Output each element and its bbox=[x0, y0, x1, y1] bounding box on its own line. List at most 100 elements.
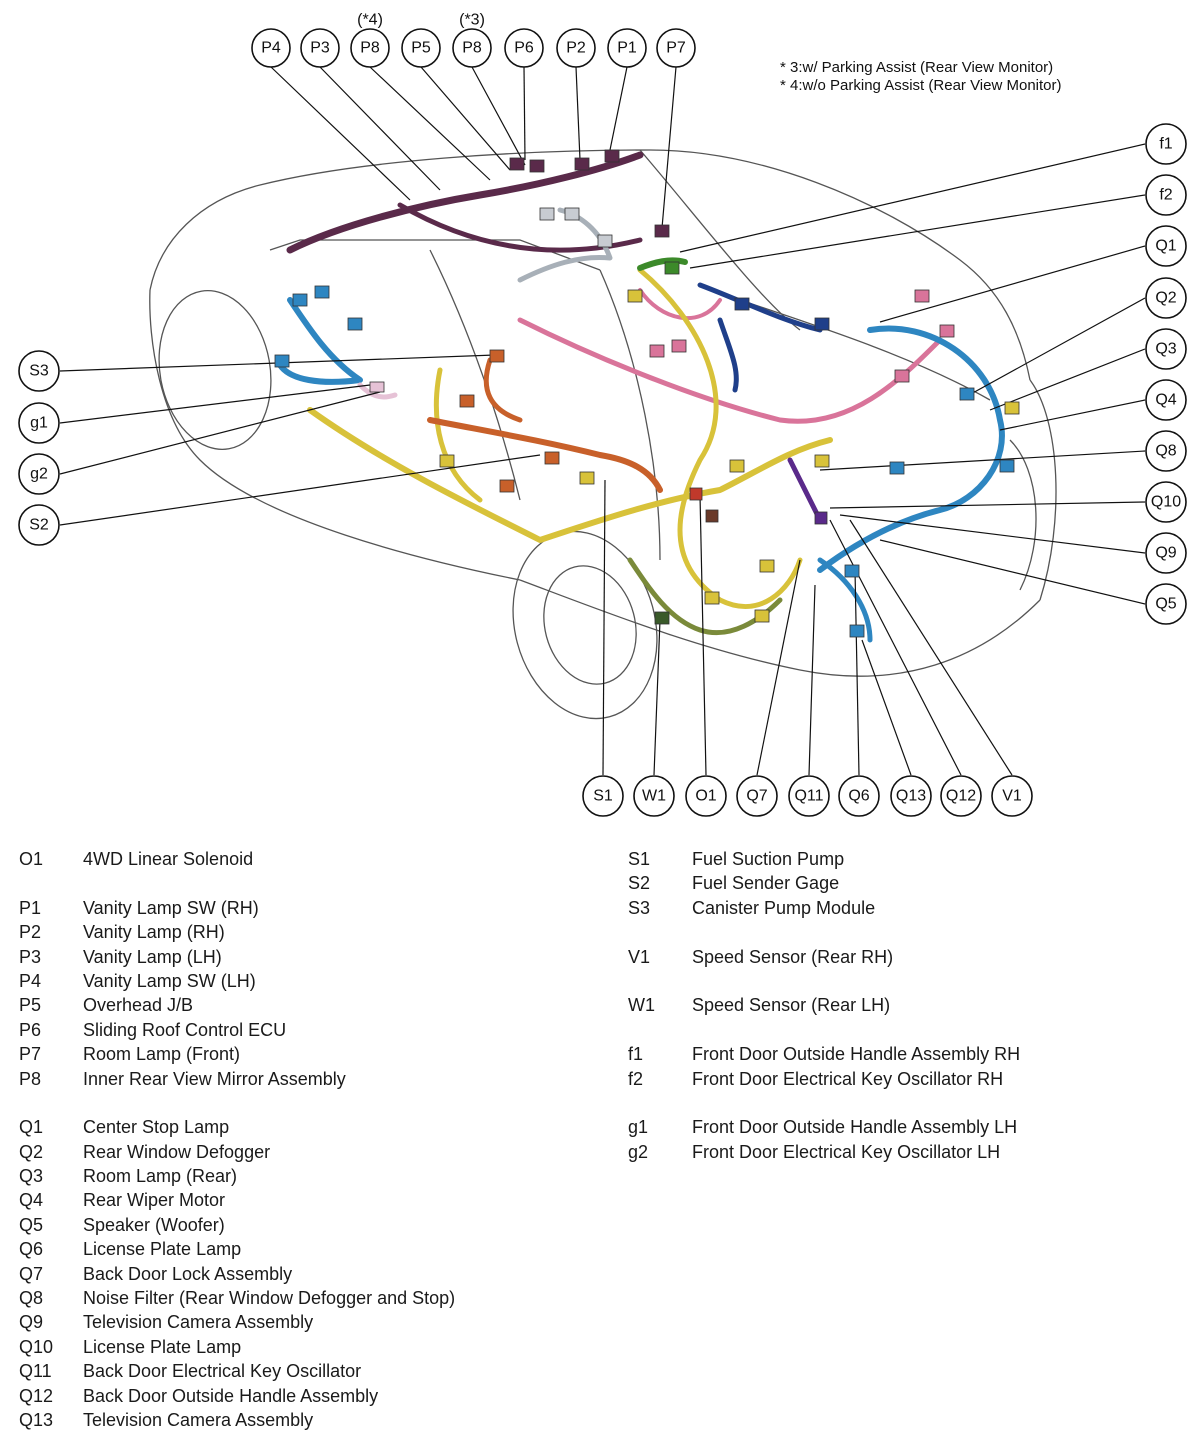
navy-harness bbox=[697, 282, 823, 393]
callout-f1[interactable]: f1 bbox=[1145, 123, 1187, 165]
bottom-callouts: S1 W1 O1 Q7 Q11 Q6 Q13 Q12 V1 bbox=[582, 775, 1033, 817]
callout-Q12[interactable]: Q12 bbox=[940, 775, 982, 817]
legend-component-name: Fuel Sender Gage bbox=[692, 873, 840, 894]
yellow-harness bbox=[307, 407, 833, 543]
callout-Q1[interactable]: Q1 bbox=[1145, 225, 1187, 267]
svg-text:Q13: Q13 bbox=[896, 788, 926, 805]
callout-P1[interactable]: P1 bbox=[607, 28, 647, 68]
legend-component-name: Sliding Roof Control ECU bbox=[83, 1019, 287, 1040]
purple-harness bbox=[787, 457, 823, 523]
legend-code: P3 bbox=[19, 946, 42, 967]
orange-harness-vertical bbox=[483, 357, 523, 423]
callout-Q10[interactable]: Q10 bbox=[1145, 481, 1187, 523]
blue-harness-lower bbox=[817, 557, 873, 643]
svg-text:P8: P8 bbox=[360, 40, 380, 57]
left-callouts: S3 g1 g2 S2 bbox=[18, 350, 60, 546]
callout-Q9[interactable]: Q9 bbox=[1145, 532, 1187, 574]
legend-code: Q6 bbox=[19, 1239, 44, 1260]
callout-V1[interactable]: V1 bbox=[991, 775, 1033, 817]
legend-component-name: Vanity Lamp (RH) bbox=[83, 922, 225, 943]
callout-Q5[interactable]: Q5 bbox=[1145, 583, 1187, 625]
callout-Q8[interactable]: Q8 bbox=[1145, 430, 1187, 472]
legend-code: W1 bbox=[628, 995, 655, 1016]
svg-text:Q2: Q2 bbox=[1155, 290, 1176, 307]
callout-P4[interactable]: P4 bbox=[251, 28, 291, 68]
legend-component-name: Front Door Outside Handle Assembly LH bbox=[692, 1117, 1018, 1138]
callout-S1[interactable]: S1 bbox=[582, 775, 624, 817]
callout-Q6[interactable]: Q6 bbox=[838, 775, 880, 817]
legend-code: P8 bbox=[19, 1068, 42, 1089]
callout-Q11[interactable]: Q11 bbox=[788, 775, 830, 817]
svg-text:g1: g1 bbox=[30, 415, 48, 432]
legend-code: Q12 bbox=[19, 1385, 54, 1406]
callout-S2[interactable]: S2 bbox=[18, 504, 60, 546]
svg-text:Q9: Q9 bbox=[1155, 545, 1176, 562]
callout-f2[interactable]: f2 bbox=[1145, 174, 1187, 216]
legend-component-name: Vanity Lamp (LH) bbox=[83, 946, 222, 967]
svg-text:Q5: Q5 bbox=[1155, 596, 1176, 613]
legend-code: P6 bbox=[19, 1019, 42, 1040]
legend-group-gap bbox=[19, 1091, 455, 1115]
callout-P2[interactable]: P2 bbox=[556, 28, 596, 68]
legend-code: g1 bbox=[628, 1117, 649, 1138]
callout-P8-w-assist[interactable]: P8 bbox=[452, 28, 492, 68]
callout-O1[interactable]: O1 bbox=[685, 775, 727, 817]
legend-code: f2 bbox=[628, 1068, 644, 1089]
legend-component-name: Back Door Lock Assembly bbox=[83, 1263, 293, 1284]
callout-P7[interactable]: P7 bbox=[656, 28, 696, 68]
top-callouts: (*4) (*3) P4 P3 P8 P5 P8 P6 P2 P1 P7 bbox=[251, 12, 696, 68]
legend-component-name: Back Door Outside Handle Assembly bbox=[83, 1385, 379, 1406]
svg-text:S2: S2 bbox=[29, 517, 49, 534]
svg-text:Q12: Q12 bbox=[946, 788, 976, 805]
blue-harness-right bbox=[817, 325, 1005, 573]
callout-P6[interactable]: P6 bbox=[504, 28, 544, 68]
yellow-harness-left bbox=[433, 367, 483, 503]
legend-code: Q3 bbox=[19, 1166, 44, 1187]
legend-component-name: Speed Sensor (Rear LH) bbox=[692, 995, 891, 1016]
callout-Q2[interactable]: Q2 bbox=[1145, 277, 1187, 319]
callout-Q3[interactable]: Q3 bbox=[1145, 328, 1187, 370]
legend-code: Q13 bbox=[19, 1409, 54, 1430]
legend-component-name: Speed Sensor (Rear RH) bbox=[692, 946, 894, 967]
legend-group-gap bbox=[19, 871, 455, 895]
legend-component-name: Front Door Electrical Key Oscillator LH bbox=[692, 1141, 1001, 1162]
callout-Q4[interactable]: Q4 bbox=[1145, 379, 1187, 421]
svg-text:W1: W1 bbox=[642, 788, 666, 805]
svg-text:Q1: Q1 bbox=[1155, 238, 1176, 255]
svg-text:f1: f1 bbox=[1159, 136, 1172, 153]
callout-Q7[interactable]: Q7 bbox=[736, 775, 778, 817]
legend-component-name: Room Lamp (Rear) bbox=[83, 1166, 238, 1187]
svg-text:P7: P7 bbox=[666, 40, 686, 57]
legend-code: O1 bbox=[19, 849, 44, 869]
callout-Q13[interactable]: Q13 bbox=[890, 775, 932, 817]
callout-S3[interactable]: S3 bbox=[18, 350, 60, 392]
callout-g2[interactable]: g2 bbox=[18, 453, 60, 495]
legend-row: Q12 Back Door Outside Handle Assembly bbox=[19, 1384, 455, 1408]
legend-row: W1 Speed Sensor (Rear LH) bbox=[628, 993, 1020, 1017]
legend-row: P6 Sliding Roof Control ECU bbox=[19, 1018, 455, 1042]
legend-code: Q4 bbox=[19, 1190, 44, 1211]
callout-P5[interactable]: P5 bbox=[401, 28, 441, 68]
legend-code: V1 bbox=[628, 946, 651, 967]
callout-P3[interactable]: P3 bbox=[300, 28, 340, 68]
callout-W1[interactable]: W1 bbox=[633, 775, 675, 817]
callout-P8-w-o-assist[interactable]: P8 bbox=[350, 28, 390, 68]
legend-component-name: Rear Window Defogger bbox=[83, 1141, 271, 1162]
legend-group-gap bbox=[628, 969, 1020, 993]
callout-g1[interactable]: g1 bbox=[18, 402, 60, 444]
legend-code: Q9 bbox=[19, 1312, 44, 1333]
legend-code: S2 bbox=[628, 873, 651, 894]
svg-text:P5: P5 bbox=[411, 40, 431, 57]
